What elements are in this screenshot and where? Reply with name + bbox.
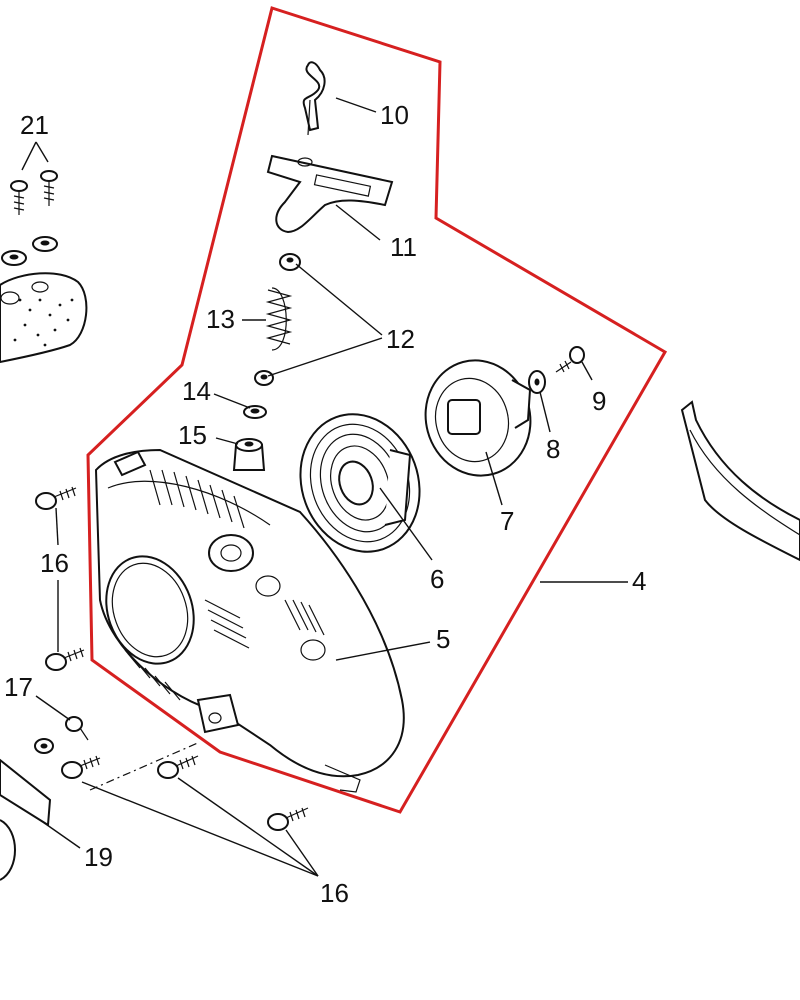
washer-17 [34,738,54,754]
callout-13: 13 [206,304,235,334]
callout-16-left: 16 [40,548,69,578]
callout-4: 4 [632,566,646,596]
screw-21-right [40,170,58,206]
callout-9: 9 [592,386,606,416]
callout-15: 15 [178,420,207,450]
screw-16-low-b [157,755,199,779]
screw-16-low-a [61,755,101,779]
bracket-19 [0,758,52,881]
screw-9 [555,346,585,373]
callout-11: 11 [390,232,417,262]
spring-13 [265,287,293,351]
chain-guard-partial [680,400,800,562]
bushing-15 [232,438,266,471]
handle-grip [0,272,88,364]
pulley-7 [424,359,532,477]
callout-19: 19 [84,842,113,872]
assembly-outline [86,6,668,814]
screw-17 [65,716,89,741]
leader-lines [35,97,628,877]
rope-grip-10 [302,61,326,136]
bushing-12-bottom [254,370,274,386]
callout-6: 6 [430,564,444,594]
bushing-12-top [279,253,301,271]
callout-7: 7 [500,506,514,536]
callout-10: 10 [380,100,409,130]
screw-16-mid [45,647,85,671]
washer-8 [528,370,546,394]
callout-12: 12 [386,324,415,354]
callout-14: 14 [182,376,211,406]
starter-handle-11 [266,154,394,234]
callout-17: 17 [4,672,33,702]
screw-21-left [10,180,28,215]
washers-21 [1,236,58,266]
callout-5: 5 [436,624,450,654]
starter-housing-5 [94,448,405,793]
recoil-spring-6 [299,413,421,553]
callout-8: 8 [546,434,560,464]
callout-16-bottom: 16 [320,878,349,908]
callout-21: 21 [20,110,49,140]
washer-14 [243,405,267,419]
screw-16-top [35,486,77,510]
screw-16-low-c [267,807,309,831]
